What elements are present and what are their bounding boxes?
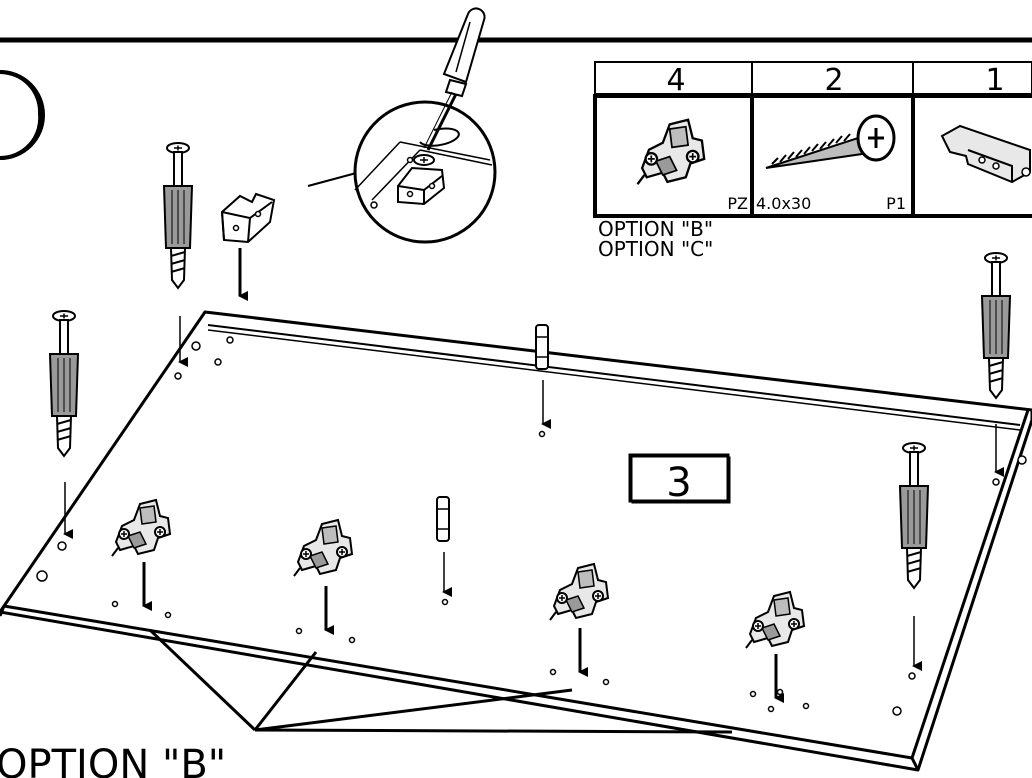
panel-number: 3 (666, 460, 691, 506)
dowel-1 (535, 324, 549, 370)
option-b-callout-lines (148, 628, 733, 734)
bracket-part-icon (940, 124, 1031, 184)
cam-bolt-1 (163, 142, 193, 289)
part-code-bracket: P1 (886, 194, 906, 213)
step-circle (0, 70, 45, 160)
option-b-callout-label: OPTION "B" (0, 742, 226, 778)
qty-screw: 2 (824, 63, 843, 98)
option-b-label: OPTION "B" (598, 217, 713, 241)
qty-hinge: 4 (666, 63, 685, 98)
parts-table: 4 2 1 PZ 4.0x30 P1 (593, 61, 1032, 218)
qty-bracket: 1 (985, 63, 1004, 98)
detail-magnifier (307, 100, 497, 244)
dowel-2 (436, 496, 450, 542)
cam-bolt-2 (49, 310, 79, 457)
part-code-hinge: PZ (727, 194, 748, 213)
panel-board (0, 310, 1032, 772)
option-c-label: OPTION "C" (598, 237, 713, 261)
screwdriver-icon (423, 7, 486, 151)
mounting-bracket (220, 192, 276, 244)
part-code-screw: 4.0x30 (756, 194, 811, 213)
insertion-arrows (63, 248, 1004, 703)
panel-number-box (628, 453, 730, 503)
screw-part-icon (765, 114, 896, 169)
cam-bolt-3 (981, 252, 1011, 399)
